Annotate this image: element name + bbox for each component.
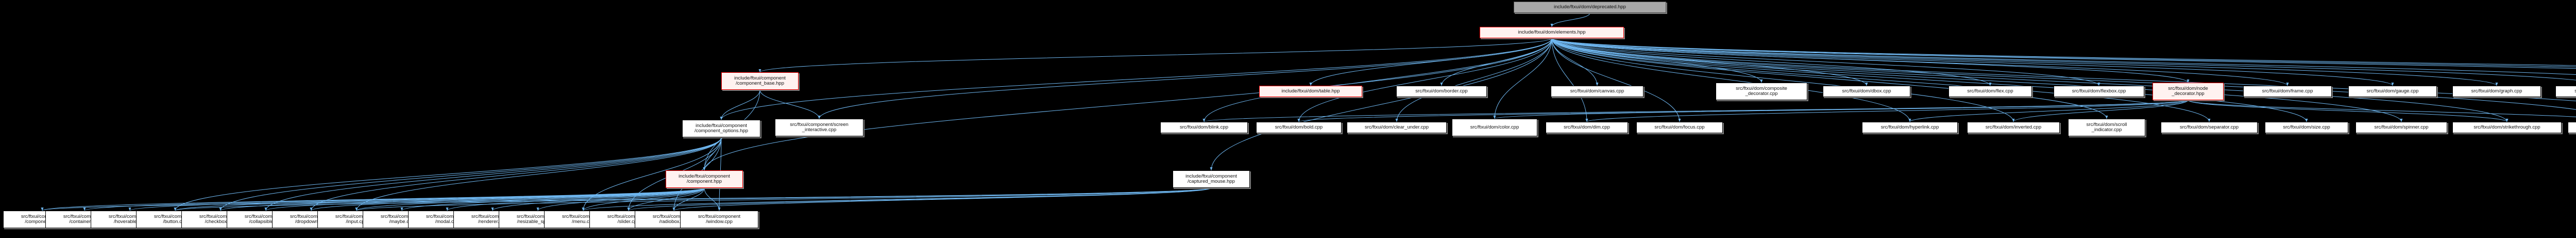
graph-edge	[1551, 38, 2576, 75]
graph-node[interactable]: include/ftxui/component /component_base.…	[721, 72, 799, 90]
graph-node[interactable]: src/ftxui/dom/canvas.cpp	[1551, 86, 1643, 97]
graph-edge	[1551, 38, 1681, 122]
graph-edge	[1494, 100, 2189, 119]
graph-node[interactable]: src/ftxui/dom/dim.cpp	[1546, 122, 1628, 133]
graph-edge	[1551, 38, 1911, 122]
graph-edge	[1551, 38, 2509, 122]
graph-edge	[703, 38, 1552, 171]
graph-node[interactable]: src/ftxui/dom/blink.cpp	[1160, 122, 1248, 133]
graph-node[interactable]: include/ftxui/component /component_optio…	[682, 120, 760, 137]
graph-edge	[355, 187, 705, 211]
graph-node[interactable]: src/ftxui/component/screen _interactive.…	[775, 119, 863, 136]
graph-node[interactable]: src/ftxui/dom/bold.cpp	[1256, 122, 1342, 133]
graph-node[interactable]: include/ftxui/dom/deprecated.hpp	[1514, 2, 1666, 13]
graph-node[interactable]: src/ftxui/dom/strikethrough.cpp	[2452, 122, 2562, 133]
graph-edge	[2012, 100, 2189, 122]
graph-edge	[758, 38, 1552, 73]
graph-edge	[1551, 38, 2211, 122]
graph-node[interactable]: src/ftxui/dom/gauge.cpp	[2348, 86, 2437, 97]
graph-node[interactable]: src/ftxui/dom/spinner.cpp	[2355, 122, 2447, 133]
graph-node[interactable]: src/ftxui/component /window.cpp	[680, 211, 758, 228]
graph-node[interactable]: src/ftxui/dom/frame.cpp	[2243, 86, 2332, 97]
graph-edge	[1551, 38, 2576, 81]
graph-node[interactable]: src/ftxui/dom/inverted.cpp	[1967, 122, 2060, 133]
graph-node[interactable]: src/ftxui/dom/size.cpp	[2265, 122, 2348, 133]
graph-edge	[491, 187, 705, 211]
graph-edge	[1551, 38, 1588, 122]
graph-edge	[1551, 38, 2015, 122]
graph-node[interactable]: src/ftxui/dom/scroll _indicator.cpp	[2068, 119, 2145, 136]
graph-edge	[310, 187, 705, 211]
graph-edge	[1297, 38, 1552, 122]
graph-edge	[1551, 38, 2576, 102]
graph-edge	[627, 187, 1212, 211]
graph-node[interactable]: src/ftxui/dom/separator.cpp	[2161, 122, 2258, 133]
graph-node[interactable]: src/ftxui/dom/graph.cpp	[2452, 86, 2541, 97]
graph-edge	[2188, 100, 2509, 122]
graph-edge	[1551, 38, 2498, 86]
graph-edge	[720, 89, 760, 120]
graph-edge	[1202, 38, 1552, 122]
graph-node[interactable]: src/ftxui/dom/gridbox.cpp	[2555, 86, 2576, 97]
graph-edge	[355, 187, 1212, 211]
graph-node[interactable]: src/ftxui/dom/hyperlink.cpp	[1862, 122, 1958, 133]
graph-edge	[2188, 100, 2576, 117]
graph-node[interactable]: src/ftxui/dom/border.cpp	[1396, 86, 1487, 97]
graph-edge	[720, 38, 1552, 120]
graph-edge	[446, 187, 705, 211]
graph-node[interactable]: include/ftxui/dom/elements.hpp	[1480, 27, 1624, 38]
graph-node[interactable]: src/ftxui/dom/clear_under.cpp	[1347, 122, 1447, 133]
graph-node[interactable]: src/ftxui/dom/color.cpp	[1452, 119, 1537, 136]
graph-edge	[818, 38, 1552, 119]
graph-edge	[1551, 38, 2289, 86]
graph-node[interactable]: include/ftxui/dom/table.hpp	[1259, 86, 1362, 97]
graph-edge	[1551, 38, 1599, 86]
graph-node[interactable]: include/ftxui/component /captured_mouse.…	[1173, 170, 1250, 188]
graph-edge	[264, 137, 722, 211]
graph-edge	[582, 137, 722, 211]
graph-edge	[355, 137, 722, 211]
graph-edge	[1551, 38, 2576, 66]
graph-edge	[672, 187, 1212, 211]
graph-node[interactable]: src/ftxui/dom/dbox.cpp	[1823, 86, 1910, 97]
graph-edge	[219, 137, 722, 211]
graph-edge	[1493, 38, 1552, 119]
graph-edge	[174, 137, 722, 211]
graph-edge	[174, 187, 1212, 211]
graph-edge	[1551, 38, 2576, 110]
graph-edge	[1309, 38, 1552, 86]
graph-edge	[41, 187, 1212, 211]
graph-edge	[310, 137, 722, 211]
graph-node[interactable]: src/ftxui/dom/flex.cpp	[1948, 86, 2032, 97]
graph-edge	[1551, 38, 2576, 69]
graph-node[interactable]: src/ftxui/dom/composite _decorator.cpp	[1716, 83, 1807, 100]
graph-edge	[1210, 38, 1552, 171]
graph-node[interactable]: src/ftxui/dom/focus.cpp	[1636, 122, 1723, 133]
graph-edge	[1551, 38, 2403, 122]
graph-edge	[1551, 38, 2576, 68]
graph-edge	[627, 187, 705, 211]
graph-edge	[1550, 12, 1590, 27]
graph-node[interactable]: src/ftxui/dom/node _decorator.hpp	[2153, 83, 2224, 100]
graph-edge	[400, 187, 705, 211]
graph-edge	[1908, 100, 2189, 122]
graph-node[interactable]: src/ftxui/dom/underlined.cpp	[2568, 122, 2576, 133]
graph-edge	[1551, 38, 2108, 119]
graph-node[interactable]: src/ftxui/dom/flexbox.cpp	[2054, 86, 2144, 97]
graph-edge	[1585, 100, 2189, 122]
graph-edge	[1551, 38, 1992, 86]
graph-edge	[759, 89, 821, 119]
graph-edge	[1395, 38, 1552, 122]
graph-edge	[1551, 38, 2394, 86]
graph-node[interactable]: include/ftxui/component /component.hpp	[666, 170, 743, 188]
